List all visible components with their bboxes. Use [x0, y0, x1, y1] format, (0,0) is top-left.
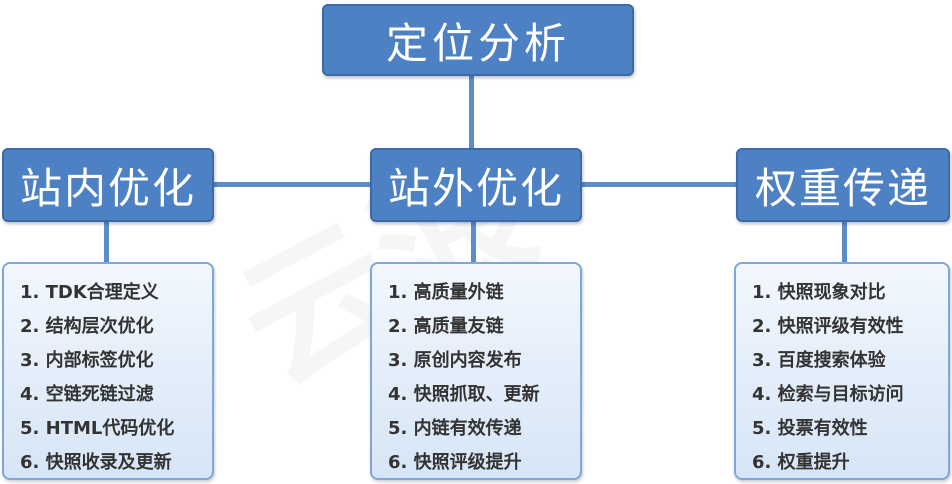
connector-cat3-list — [842, 222, 847, 262]
connector-cat1-list — [104, 222, 109, 262]
connector-root-down — [469, 76, 474, 148]
item-list-offsite: 1. 高质量外链 2. 高质量友链 3. 原创内容发布 4. 快照抓取、更新 5… — [370, 262, 582, 480]
list-item: 2. 结构层次优化 — [20, 316, 154, 337]
list-item: 4. 快照抓取、更新 — [388, 384, 540, 405]
root-label: 定位分析 — [385, 18, 570, 68]
list-item: 2. 高质量友链 — [388, 316, 504, 337]
list-item: 5. 投票有效性 — [752, 418, 868, 439]
list-item: 4. 空链死链过滤 — [20, 384, 154, 405]
list-item: 6. 快照收录及更新 — [20, 452, 172, 473]
list-item: 1. TDK合理定义 — [20, 282, 159, 303]
list-item: 6. 快照评级提升 — [388, 452, 522, 473]
item-list-weight: 1. 快照现象对比 2. 快照评级有效性 3. 百度搜索体验 4. 检索与目标访… — [734, 262, 950, 480]
item-list-onsite: 1. TDK合理定义 2. 结构层次优化 3. 内部标签优化 4. 空链死链过滤… — [2, 262, 214, 480]
list-item: 2. 快照评级有效性 — [752, 316, 904, 337]
list-item: 3. 原创内容发布 — [388, 350, 522, 371]
category-title: 站内优化 — [19, 163, 196, 213]
category-title: 站外优化 — [387, 163, 564, 213]
category-node-offsite: 站外优化 — [370, 148, 582, 222]
category-node-weight: 权重传递 — [736, 148, 950, 222]
list-item: 1. 快照现象对比 — [752, 282, 886, 303]
list-item: 1. 高质量外链 — [388, 282, 504, 303]
list-item: 5. 内链有效传递 — [388, 418, 522, 439]
list-item: 4. 检索与目标访问 — [752, 384, 904, 405]
list-item: 5. HTML代码优化 — [20, 418, 175, 439]
list-item: 6. 权重提升 — [752, 452, 850, 473]
category-title: 权重传递 — [754, 163, 931, 213]
list-item: 3. 内部标签优化 — [20, 350, 154, 371]
category-node-onsite: 站内优化 — [2, 148, 214, 222]
root-node: 定位分析 — [322, 4, 634, 76]
connector-cat2-list — [471, 222, 476, 262]
list-item: 3. 百度搜索体验 — [752, 350, 886, 371]
